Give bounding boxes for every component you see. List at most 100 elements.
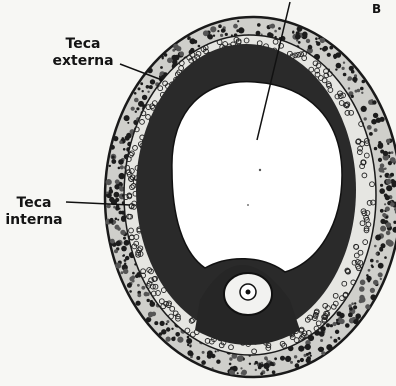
theca-externa-dot <box>295 34 301 40</box>
theca-externa-dot <box>343 73 347 77</box>
theca-externa-dot <box>127 283 132 288</box>
theca-externa-dot <box>272 370 276 374</box>
oocyte <box>224 273 272 315</box>
theca-externa-dot <box>115 218 118 221</box>
theca-externa-dot <box>298 346 304 352</box>
theca-externa-dot <box>131 275 135 279</box>
theca-externa-dot <box>330 324 333 327</box>
theca-externa-dot <box>302 32 308 38</box>
theca-externa-dot <box>114 249 118 253</box>
theca-externa-dot <box>115 263 121 269</box>
theca-externa-dot <box>320 48 322 50</box>
theca-externa-dot <box>306 353 309 356</box>
theca-externa-dot <box>351 95 354 98</box>
theca-externa-dot <box>187 350 193 356</box>
theca-externa-dot <box>112 156 115 159</box>
theca-externa-dot <box>146 292 150 296</box>
theca-externa-dot <box>385 195 390 200</box>
theca-externa-dot <box>338 338 340 340</box>
theca-externa-dot <box>360 87 364 91</box>
theca-externa-dot <box>266 358 269 361</box>
teca-externa-label-line1: Teca <box>48 36 118 53</box>
theca-externa-dot <box>150 79 155 84</box>
theca-externa-dot <box>383 151 388 156</box>
theca-externa-dot <box>382 170 385 173</box>
theca-externa-dot <box>196 356 200 360</box>
theca-externa-dot <box>339 319 344 324</box>
theca-externa-dot <box>147 68 153 74</box>
theca-externa-dot <box>123 269 128 274</box>
theca-externa-dot <box>179 51 184 56</box>
theca-externa-dot <box>120 165 124 169</box>
theca-externa-dot <box>386 185 392 191</box>
teca-externa-label-line2: externa <box>48 53 118 70</box>
theca-externa-dot <box>384 256 387 259</box>
theca-externa-dot <box>221 28 225 32</box>
theca-externa-dot <box>359 297 365 303</box>
theca-externa-dot <box>216 360 220 364</box>
theca-externa-dot <box>326 344 332 350</box>
theca-externa-dot <box>134 98 139 103</box>
theca-externa-dot <box>166 337 171 342</box>
theca-externa-dot <box>198 45 201 48</box>
theca-externa-dot <box>241 370 247 376</box>
theca-externa-dot <box>386 231 391 236</box>
theca-externa-dot <box>378 272 383 277</box>
theca-externa-dot <box>142 90 144 92</box>
theca-externa-dot <box>351 302 354 305</box>
theca-externa-dot <box>118 159 124 165</box>
theca-externa-dot <box>146 85 150 89</box>
theca-externa-dot <box>385 207 390 212</box>
theca-externa-dot <box>316 41 318 43</box>
teca-interna-label-line1: Teca <box>2 195 66 212</box>
theca-externa-dot <box>166 327 170 331</box>
theca-externa-dot <box>263 363 269 369</box>
theca-externa-dot <box>140 82 143 85</box>
theca-externa-dot <box>109 189 112 192</box>
theca-externa-dot <box>391 151 394 154</box>
theca-externa-dot <box>359 286 365 292</box>
theca-externa-dot <box>115 225 120 230</box>
theca-externa-dot <box>349 66 354 71</box>
theca-externa-dot <box>274 30 277 33</box>
theca-externa-dot <box>233 24 238 29</box>
theca-externa-dot <box>390 173 394 177</box>
theca-externa-dot <box>187 36 190 39</box>
theca-externa-dot <box>370 294 376 300</box>
theca-externa-dot <box>120 230 125 235</box>
theca-externa-dot <box>339 313 344 318</box>
theca-externa-dot <box>167 58 173 64</box>
theca-externa-dot <box>388 161 392 165</box>
theca-externa-dot <box>111 159 116 164</box>
theca-externa-dot <box>229 370 234 375</box>
theca-externa-dot <box>365 304 370 309</box>
theca-externa-dot <box>237 356 243 362</box>
theca-externa-dot <box>132 280 135 283</box>
theca-externa-dot <box>373 113 378 118</box>
theca-externa-dot <box>334 56 337 59</box>
theca-externa-dot <box>380 209 384 213</box>
theca-externa-dot <box>261 362 263 364</box>
theca-externa-dot <box>187 344 189 346</box>
theca-externa-dot <box>305 344 311 350</box>
theca-externa-dot <box>114 192 120 198</box>
theca-externa-dot <box>378 141 381 144</box>
theca-externa-dot <box>390 202 395 207</box>
theca-externa-dot <box>215 351 217 353</box>
theca-externa-dot <box>238 27 244 33</box>
theca-externa-dot <box>136 301 141 306</box>
theca-externa-dot <box>315 37 318 40</box>
theca-externa-dot <box>135 111 137 113</box>
teca-interna-label: Teca interna <box>2 195 66 229</box>
theca-externa-dot <box>138 101 144 107</box>
theca-externa-dot <box>274 357 277 360</box>
theca-externa-dot <box>306 39 310 43</box>
theca-externa-dot <box>357 89 361 93</box>
theca-externa-dot <box>379 247 383 251</box>
theca-externa-dot <box>171 337 175 341</box>
theca-externa-dot <box>362 80 366 84</box>
theca-externa-dot <box>123 148 126 151</box>
theca-externa-dot <box>124 259 127 262</box>
theca-externa-dot <box>330 336 332 338</box>
theca-externa-dot <box>142 95 147 100</box>
